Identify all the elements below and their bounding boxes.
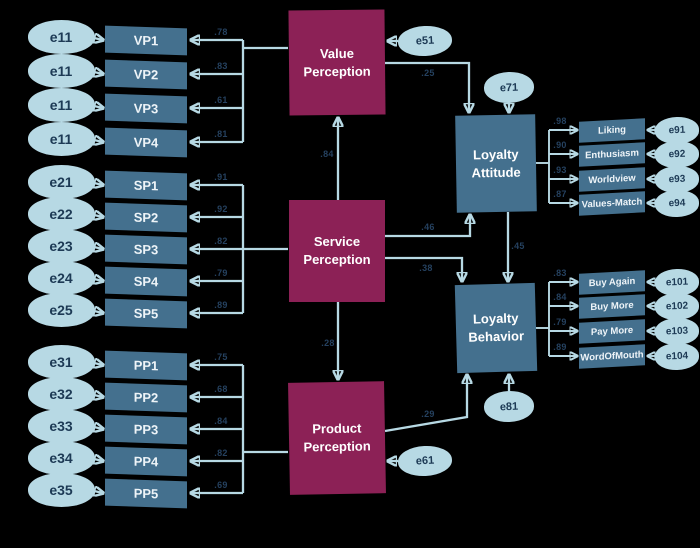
loading-coefficient-e104: .89 [553, 342, 567, 352]
indicator-box-pp2: PP2 [105, 382, 187, 412]
loading-coefficient-e91: .98 [553, 116, 567, 126]
path-coefficient-service-to-value: .84 [320, 149, 334, 159]
error-term-e31-pp1: e31 [27, 345, 95, 379]
loading-coefficient-pp5: .69 [214, 480, 228, 490]
path-coefficient-service-to-behavior: .38 [419, 263, 433, 273]
loading-coefficient-e93: .93 [553, 165, 567, 175]
error-term-e32-pp2: e32 [27, 377, 95, 411]
loading-coefficient-sp4: .79 [214, 268, 228, 278]
latent-product-perception: Product Perception [288, 381, 386, 495]
indicator-box-buy-again: Buy Again [579, 269, 645, 295]
indicator-box-pp5: PP5 [105, 478, 187, 508]
indicator-box-pp3: PP3 [105, 414, 187, 444]
loading-coefficient-sp3: .82 [214, 236, 228, 246]
loading-coefficient-vp4: .81 [214, 129, 228, 139]
error-term-e35-pp5: e35 [27, 473, 95, 507]
error-term-e11-vp2: e11 [27, 54, 95, 88]
path-coefficient-service-to-attitude: .46 [421, 222, 435, 232]
error-term-e23-sp3: e23 [27, 229, 95, 263]
error-term-e11-vp1: e11 [27, 20, 95, 54]
loading-coefficient-e102: .84 [553, 292, 567, 302]
latent-loyalty-attitude: Loyalty Attitude [455, 114, 537, 213]
loading-coefficient-sp2: .92 [214, 204, 228, 214]
indicator-box-liking: Liking [579, 117, 645, 143]
indicator-box-worldview: Worldview [579, 166, 645, 192]
indicator-box-vp1: VP1 [105, 25, 187, 55]
loading-coefficient-pp2: .68 [214, 384, 228, 394]
loading-coefficient-pp4: .82 [214, 448, 228, 458]
loading-coefficient-pp3: .84 [214, 416, 228, 426]
latent-service-perception: Service Perception [289, 200, 385, 302]
indicator-box-vp3: VP3 [105, 93, 187, 123]
indicator-box-buy-more: Buy More [579, 293, 645, 319]
latent-value-perception: Value Perception [288, 9, 386, 116]
error-term-e21-sp1: e21 [27, 165, 95, 199]
error-term-e24-sp4: e24 [27, 261, 95, 295]
indicator-box-vp2: VP2 [105, 59, 187, 89]
indicator-box-vp4: VP4 [105, 127, 187, 157]
indicator-box-enthusiasm: Enthusiasm [579, 141, 645, 167]
indicator-box-sp1: SP1 [105, 170, 187, 200]
error-term-e11-vp4: e11 [27, 122, 95, 156]
path-coefficient-product-to-behavior: .29 [421, 409, 435, 419]
loading-coefficient-vp3: .61 [214, 95, 228, 105]
loading-coefficient-e101: .83 [553, 268, 567, 278]
indicator-box-pp1: PP1 [105, 350, 187, 380]
indicator-box-pay-more: Pay More [579, 318, 645, 344]
loading-coefficient-e94: .87 [553, 189, 567, 199]
error-term-e25-sp5: e25 [27, 293, 95, 327]
indicator-box-wordofmouth: WordOfMouth [579, 343, 645, 369]
path-coefficient-value-to-attitude: .25 [421, 68, 435, 78]
indicator-box-values-match: Values-Match [579, 190, 645, 216]
indicator-box-sp3: SP3 [105, 234, 187, 264]
indicator-box-sp2: SP2 [105, 202, 187, 232]
latent-loyalty-behavior: Loyalty Behavior [454, 282, 538, 374]
loading-coefficient-vp2: .83 [214, 61, 228, 71]
loading-coefficient-vp1: .78 [214, 27, 228, 37]
loading-coefficient-sp5: .89 [214, 300, 228, 310]
loading-coefficient-e103: .79 [553, 317, 567, 327]
indicator-box-sp4: SP4 [105, 266, 187, 296]
path-coefficient-service-to-product: .28 [321, 338, 335, 348]
error-term-e34-pp4: e34 [27, 441, 95, 475]
loading-coefficient-e92: .90 [553, 140, 567, 150]
error-term-e33-pp3: e33 [27, 409, 95, 443]
indicator-box-sp5: SP5 [105, 298, 187, 328]
loading-coefficient-pp1: .75 [214, 352, 228, 362]
loading-coefficient-sp1: .91 [214, 172, 228, 182]
indicator-box-pp4: PP4 [105, 446, 187, 476]
error-term-e22-sp2: e22 [27, 197, 95, 231]
error-term-e11-vp3: e11 [27, 88, 95, 122]
path-coefficient-attitude-to-behavior: .45 [511, 241, 525, 251]
